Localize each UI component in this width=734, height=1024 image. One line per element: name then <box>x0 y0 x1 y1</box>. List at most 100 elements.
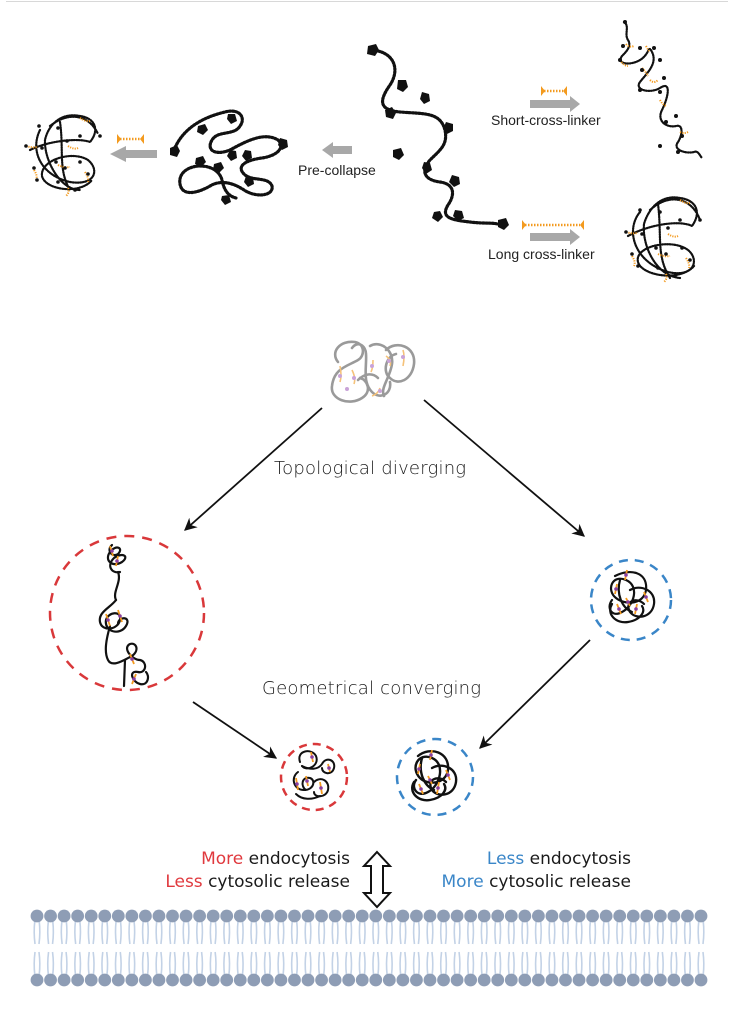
lipid-head <box>613 909 627 923</box>
lipid-head <box>220 909 234 923</box>
lipid-tail <box>526 920 529 945</box>
lipid-tail <box>507 951 511 976</box>
lipid-tail <box>372 951 375 976</box>
lipid-head <box>369 973 383 987</box>
lipid-tail <box>114 920 118 945</box>
highlight-more: More <box>201 849 244 869</box>
lipid-tail <box>634 920 637 945</box>
lipid-tail <box>277 920 280 945</box>
lipid-tail <box>453 920 456 945</box>
double-arrow-icon <box>361 850 393 909</box>
lipid-tail <box>236 920 240 945</box>
lipid-head <box>166 909 179 923</box>
lipid-tail <box>38 951 41 976</box>
lipid-tail <box>349 951 353 976</box>
lipid-head <box>423 973 437 987</box>
lipid-tail <box>331 951 334 976</box>
lipid-tail <box>155 951 158 976</box>
label-topological-diverging: Topological diverging <box>274 458 467 479</box>
lipid-tail <box>209 920 212 945</box>
lipid-tail <box>223 951 226 976</box>
lipid-head <box>450 909 464 923</box>
lipid-head <box>179 973 193 987</box>
lipid-tail <box>60 920 63 945</box>
converged-nanogel-red <box>279 742 349 812</box>
lipid-tail <box>390 920 393 945</box>
lipid-tail <box>65 951 68 976</box>
lipid-tail <box>295 920 299 945</box>
lipid-head <box>545 909 559 923</box>
lipid-tail <box>250 951 253 976</box>
lipid-head <box>369 909 383 923</box>
lipid-head <box>599 973 613 987</box>
lipid-head <box>193 909 207 923</box>
label-short-cross-linker: Short-cross-linker <box>491 112 601 128</box>
lipid-tail <box>675 951 678 976</box>
lipid-tail <box>561 951 565 976</box>
lipid-head <box>166 973 179 987</box>
lipid-tail <box>593 951 597 976</box>
lipid-tail <box>146 951 150 976</box>
label-geometrical-converging: Geometrical converging <box>262 678 482 699</box>
lipid-tail <box>431 951 434 976</box>
lipid-tail <box>561 920 565 945</box>
lipid-head <box>531 909 545 923</box>
lipid-tail <box>214 920 217 945</box>
lipid-head <box>288 973 301 987</box>
lipid-tail <box>33 951 36 976</box>
lipid-tail <box>309 951 312 976</box>
precursor-coil-icon <box>330 340 416 403</box>
lipid-head <box>667 909 681 923</box>
lipid-tail <box>498 951 502 976</box>
lipid-head <box>274 909 288 923</box>
lipid-tail <box>553 920 556 945</box>
lipid-tail <box>105 951 109 976</box>
lipid-tail <box>349 920 353 945</box>
lipid-tail <box>439 920 443 945</box>
lipid-tail <box>304 951 307 976</box>
lipid-tail <box>675 920 678 945</box>
lipid-tail <box>588 951 592 976</box>
lipid-head <box>504 973 518 987</box>
lipid-tail <box>656 920 660 945</box>
lipid-tail <box>616 951 619 976</box>
lipid-tail <box>656 951 660 976</box>
outcome-left: More endocytosis Less cytosolic release <box>165 848 350 894</box>
lipid-tail <box>46 951 50 976</box>
text-cytosolic-release: cytosolic release <box>202 872 350 892</box>
lipid-head <box>44 973 57 987</box>
lipid-tail <box>643 920 646 945</box>
lipid-head <box>220 973 234 987</box>
lipid-head <box>98 973 112 987</box>
lipid-head <box>193 973 207 987</box>
expanded-nanogel-red <box>48 534 206 692</box>
lipid-tail <box>295 951 299 976</box>
lipid-tail <box>385 951 389 976</box>
lipid-tail <box>200 920 204 945</box>
lipid-tail <box>376 951 380 976</box>
lipid-head <box>111 973 125 987</box>
lipid-tail <box>467 920 470 945</box>
lipid-tail <box>363 951 366 976</box>
lipid-head <box>57 973 71 987</box>
lipid-tail <box>444 920 448 945</box>
lipid-tail <box>534 920 538 945</box>
lipid-tail <box>114 951 118 976</box>
lipid-tail <box>444 951 448 976</box>
lipid-head <box>396 909 410 923</box>
lipid-head <box>30 973 44 987</box>
highlight-more: More <box>441 872 484 892</box>
lipid-tail <box>187 951 190 976</box>
lipid-tail <box>128 920 131 945</box>
lipid-tail <box>399 951 402 976</box>
lipid-tail <box>439 951 443 976</box>
lipid-tail <box>182 920 185 945</box>
lipid-tail <box>548 920 551 945</box>
lipid-head <box>626 973 640 987</box>
lipid-head <box>233 973 247 987</box>
lipid-tail <box>255 951 258 976</box>
lipid-head <box>559 909 572 923</box>
lipid-head <box>84 909 98 923</box>
lipid-tail <box>602 951 605 976</box>
lipid-head <box>613 973 627 987</box>
